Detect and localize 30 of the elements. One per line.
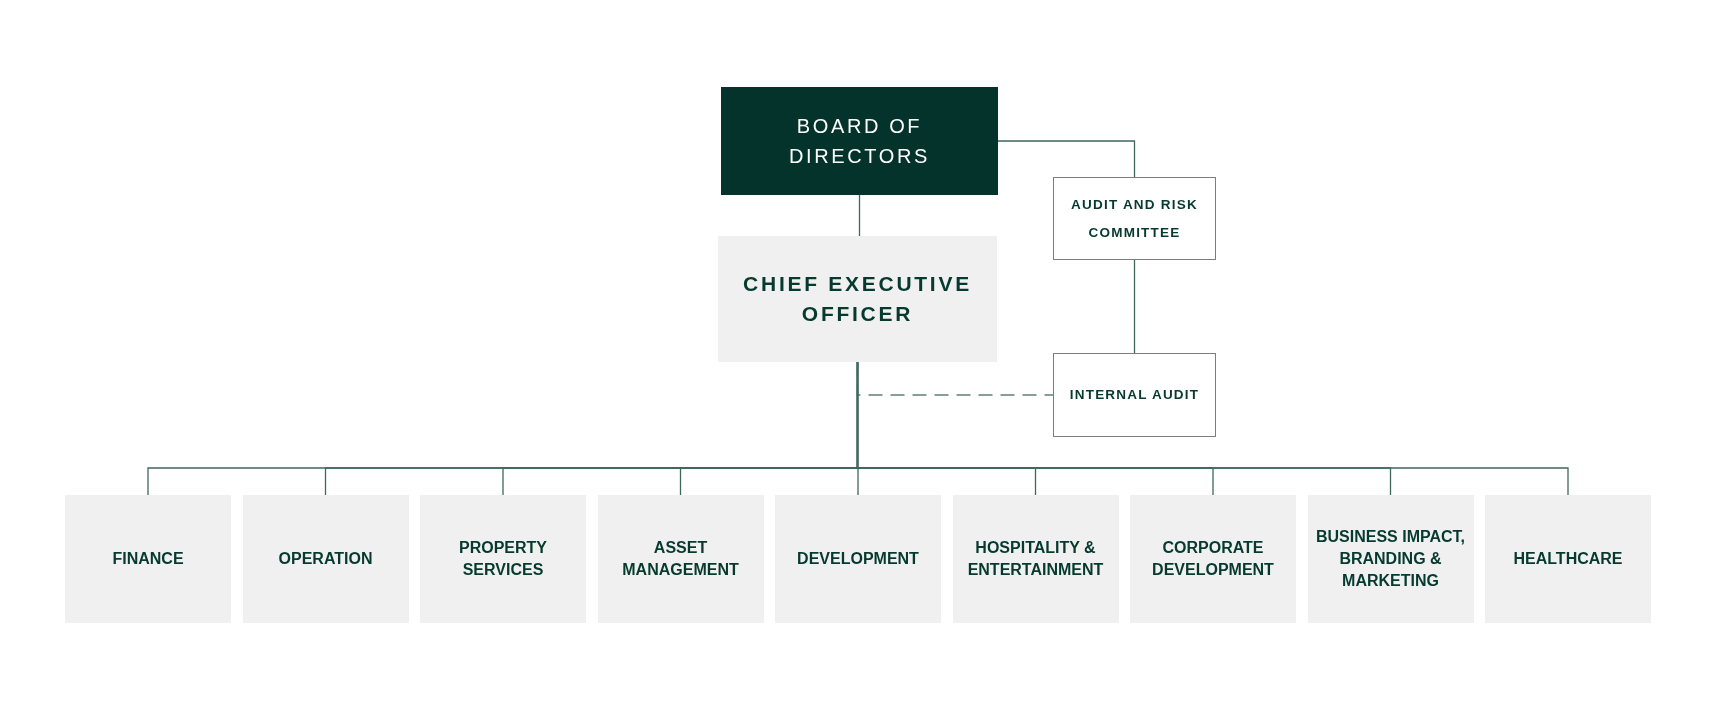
committee-box: [1053, 353, 1216, 437]
connector-line: [1133, 259, 1136, 354]
node-label: PROPERTY SERVICES: [458, 538, 548, 580]
connector-line: [858, 194, 861, 237]
connector-line: [997, 140, 1136, 178]
department-box: [420, 495, 586, 623]
node-label: BOARD OF DIRECTORS: [788, 114, 931, 169]
department-box: [952, 495, 1119, 623]
department-box: [242, 495, 409, 623]
department-box: [1485, 495, 1651, 623]
node-label: HEALTHCARE: [1512, 549, 1624, 569]
node-label: BUSINESS IMPACT, BRANDING & MARKETING: [1314, 527, 1467, 591]
executive-box: [718, 236, 997, 362]
node-label: FINANCE: [111, 549, 185, 569]
department-box: [775, 495, 941, 623]
node-label: DEVELOPMENT: [796, 549, 920, 569]
node-label: HOSPITALITY & ENTERTAINMENT: [966, 538, 1105, 580]
department-box: [65, 495, 231, 623]
connector-line: [856, 361, 1569, 496]
node-label: OPERATION: [277, 549, 374, 569]
committee-box: [1053, 177, 1216, 260]
node-label: AUDIT AND RISK COMMITTEE: [1070, 195, 1199, 242]
department-box: [597, 495, 764, 623]
node-label: INTERNAL AUDIT: [1068, 386, 1201, 404]
department-box: [1307, 495, 1474, 623]
department-box: [1130, 495, 1296, 623]
board-box: [721, 87, 998, 195]
node-label: ASSET MANAGEMENT: [621, 538, 740, 580]
node-label: CHIEF EXECUTIVE OFFICER: [742, 271, 973, 327]
node-label: CORPORATE DEVELOPMENT: [1151, 538, 1275, 580]
